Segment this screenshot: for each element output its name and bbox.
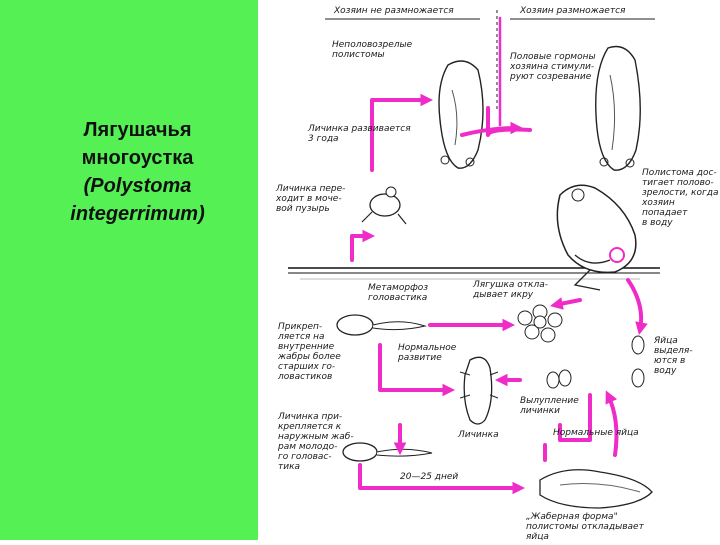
larva-icon: [459, 356, 499, 425]
label-larva-moves: Личинка пере- ходит в моче- вой пузырь: [276, 184, 346, 214]
label-host-not-breeding: Хозяин не размножается: [334, 6, 454, 16]
frog-spawn-icon: [517, 304, 563, 343]
label-metamorphosis: Метаморфоз головастика: [368, 283, 429, 303]
slide-title: Лягушачья многоустка (Polystoma integerr…: [30, 116, 245, 228]
title-line-1: Лягушачья: [83, 119, 192, 141]
label-attach-internal-gills: Прикреп- ляется на внутренние жабры боле…: [278, 322, 341, 382]
header-dividers: [325, 10, 655, 110]
label-larvae-hatch: Вылупление личинки: [520, 396, 579, 416]
green-side-panel: [0, 0, 258, 540]
mature-polystome-icon: [595, 45, 641, 171]
life-cycle-drawing: [288, 10, 660, 509]
polystome-eggs-icon: [631, 335, 645, 388]
label-days: 20—25 дней: [400, 472, 459, 482]
title-line-4: integerrimum): [70, 203, 205, 225]
life-cycle-diagram: Хозяин не размножается Хозяин размножает…: [258, 0, 720, 542]
arrow-to-froglet: [350, 229, 376, 262]
label-host-hormones: Половые гормоны хозяина стимули- руют со…: [510, 52, 596, 82]
label-larva-develops: Личинка развивается 3 года: [308, 124, 411, 144]
label-larva: Личинка: [458, 430, 499, 440]
arrow-frog-to-eggs: [626, 278, 648, 336]
label-gill-form: „Жаберная форма" полистомы откладывает я…: [526, 512, 644, 542]
immature-polystome-icon: [438, 60, 484, 169]
hatching-egg-icon: [546, 369, 572, 389]
label-immature-polystomes: Неполовозрелые полистомы: [332, 40, 413, 60]
label-polystome-matures: Полистома дос- тигает полово- зрелости, …: [642, 168, 719, 228]
gill-form-tadpole-icon: [539, 469, 653, 509]
arrow-gill-form-eggs: [605, 390, 619, 457]
flow-arrows: [350, 16, 648, 495]
label-host-breeding: Хозяин размножается: [520, 6, 626, 16]
arrow-days-to-gill-form: [358, 463, 526, 495]
arrow-tadpole-to-larva: [378, 343, 456, 397]
label-eggs-released: Яйца выделя- ются в воду: [654, 336, 693, 376]
label-normal-development: Нормальное развитие: [398, 343, 457, 363]
adult-frog-icon: [556, 184, 637, 291]
label-lays-eggs: Лягушка откла- дывает икру: [473, 280, 548, 300]
froglet-icon: [361, 186, 407, 225]
title-line-2: многоустка: [81, 147, 194, 169]
young-tadpole-icon: [342, 442, 433, 462]
arrow-to-immature: [370, 93, 434, 172]
arrow-hormone-branch: [486, 106, 532, 137]
arrow-normal-eggs: [558, 393, 592, 442]
label-normal-eggs: Нормальные яйца: [553, 428, 639, 438]
label-larva-attaches: Личинка при- крепляется к наружным жаб- …: [278, 412, 354, 472]
tadpole-icon: [336, 314, 427, 336]
arrow-frog-to-spawn: [549, 297, 582, 310]
title-line-3: (Polystoma: [83, 175, 192, 197]
